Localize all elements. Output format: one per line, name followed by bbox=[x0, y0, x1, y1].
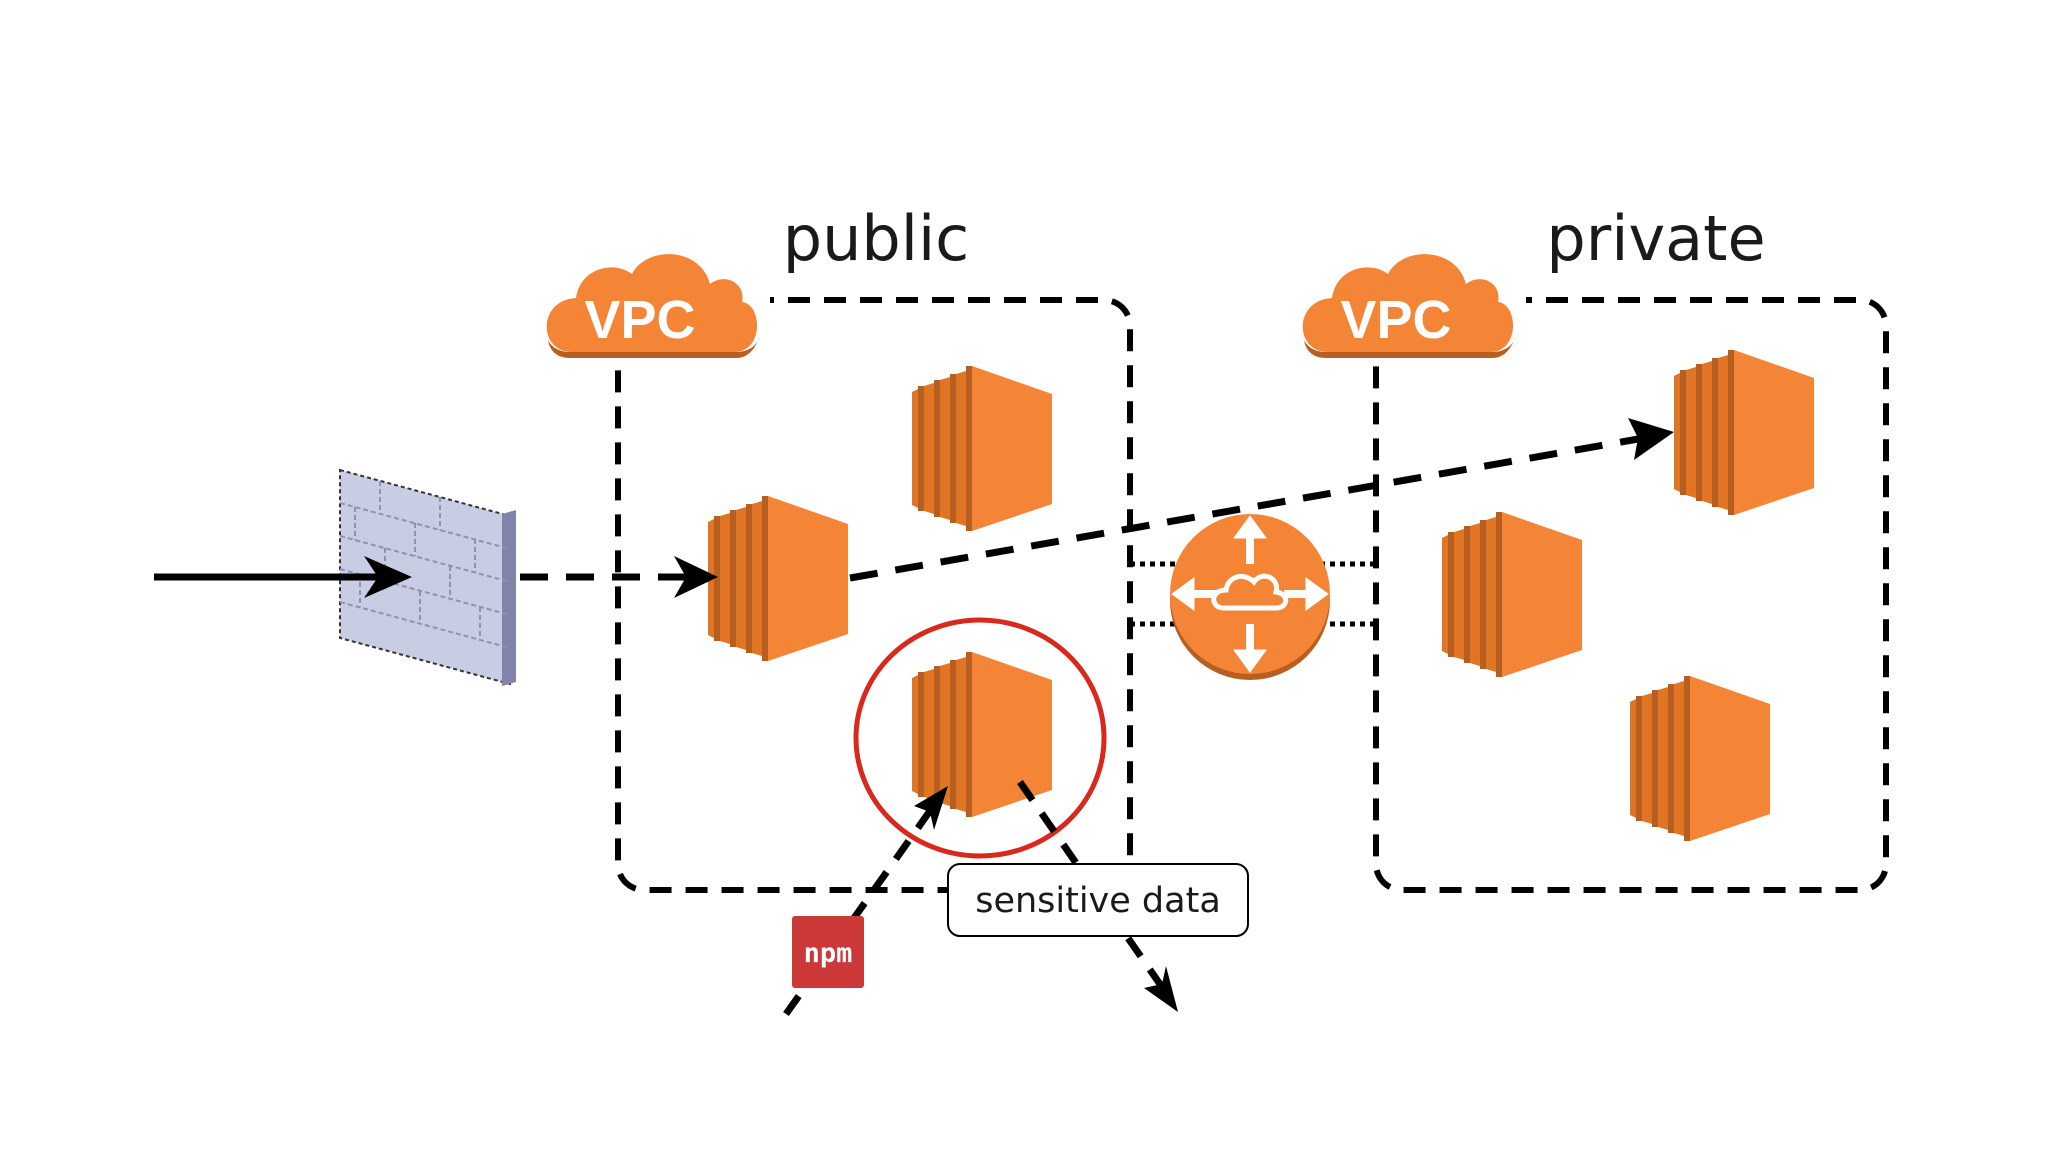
public-vpc-title: public bbox=[783, 202, 970, 275]
npm-label: npm bbox=[804, 938, 853, 969]
arrowhead bbox=[914, 786, 948, 830]
vpc-router-icon bbox=[1170, 514, 1330, 680]
highlight-circle bbox=[853, 617, 1107, 859]
sensitive-data-callout: sensitive data bbox=[947, 863, 1249, 937]
arrowhead bbox=[1628, 418, 1674, 460]
vpc-cloud-icon: VPC bbox=[1302, 236, 1526, 366]
private-vpc: VPC private bbox=[1302, 202, 1889, 893]
arrowhead bbox=[674, 556, 718, 598]
ec2-instance-icon bbox=[1674, 350, 1814, 515]
firewall-icon bbox=[339, 468, 516, 686]
ec2-instance-icon bbox=[1630, 676, 1770, 841]
private-vpc-title: private bbox=[1546, 202, 1765, 275]
ec2-instance-icon bbox=[1442, 512, 1582, 677]
arrowhead bbox=[1144, 966, 1178, 1012]
npm-logo-icon: npm bbox=[792, 916, 864, 988]
vpc-cloud-icon: VPC bbox=[546, 236, 770, 366]
public-vpc-badge: VPC bbox=[584, 290, 695, 350]
private-vpc-badge: VPC bbox=[1340, 290, 1451, 350]
private-vpc-boundary bbox=[1373, 297, 1889, 893]
ec2-instance-icon bbox=[708, 496, 848, 661]
arrowhead bbox=[364, 556, 412, 598]
public-vpc: VPC public bbox=[546, 202, 1133, 893]
callout-label: sensitive data bbox=[975, 881, 1221, 921]
ec2-instance-icon bbox=[912, 366, 1052, 531]
